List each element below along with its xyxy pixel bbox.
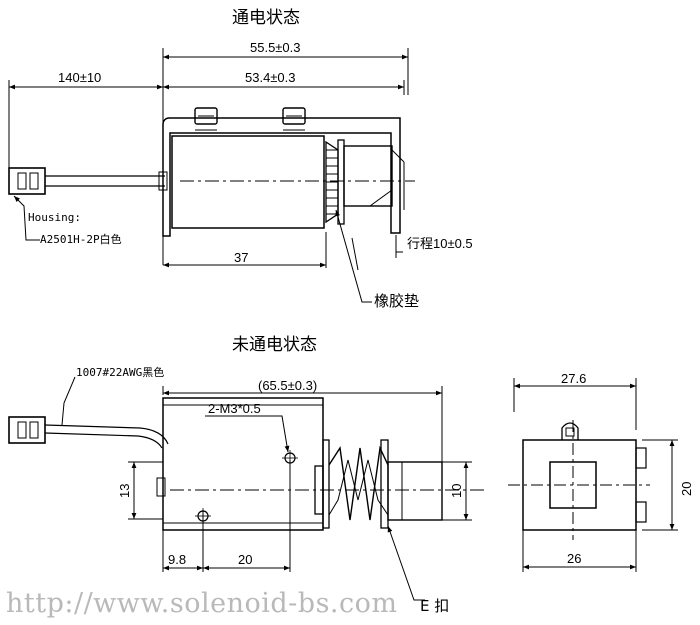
e-clip-label: E 扣 [420,597,449,615]
dim-body-length-top: 53.4±0.3 [245,70,296,85]
housing-label-line2: A2501H-2P白色 [40,232,122,246]
dim-end-top-width: 27.6 [561,371,586,386]
dim-hole-pitch: 20 [238,552,252,567]
dim-offset: 9.8 [168,552,186,567]
dim-stroke: 行程10±0.5 [407,236,473,251]
title-deenergized: 未通电状态 [232,335,317,355]
dim-end-height: 20 [679,482,694,496]
dim-coil-length: 37 [234,250,248,265]
title-energized: 通电状态 [232,8,300,28]
dim-thread: 2-M3*0.5 [208,401,261,416]
rubber-pad-label: 橡胶垫 [374,292,419,310]
dim-end-bottom-width: 26 [567,551,581,566]
wire-label: 1007#22AWG黑色 [76,365,164,379]
end-view [508,378,678,572]
dim-total-length-top: 55.5±0.3 [250,40,301,55]
housing-label-line1: Housing: [28,211,81,224]
deenergized-view [8,376,485,601]
watermark-url: http://www.solenoid-bs.com [6,588,398,619]
dim-lead-length: 140±10 [58,70,101,85]
energized-view [8,48,415,303]
dim-height-side: 13 [117,484,132,498]
dim-plunger-dia: 10 [449,484,464,498]
dim-total-length-bottom: (65.5±0.3) [258,378,317,393]
